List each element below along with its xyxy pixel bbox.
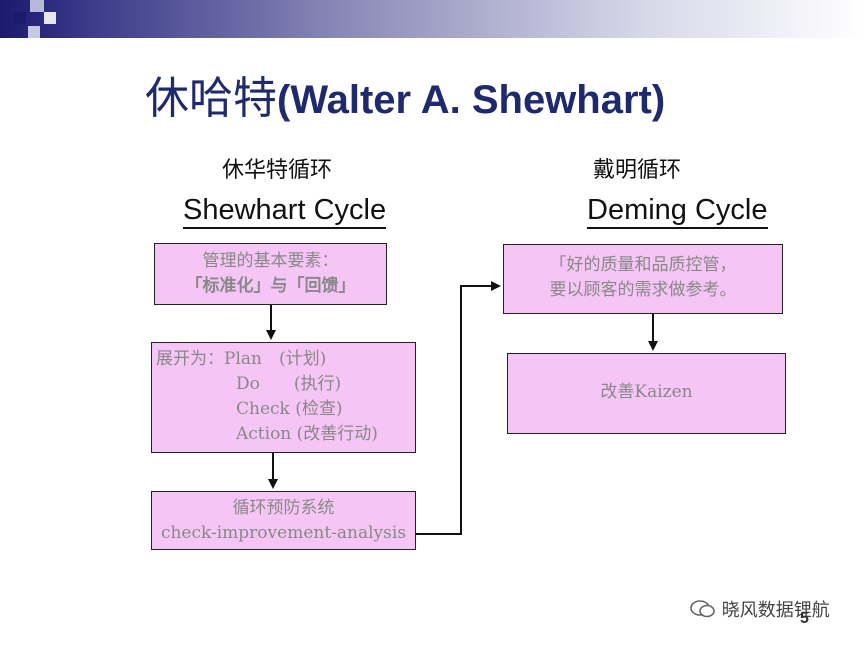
title-cn: 休哈特 xyxy=(145,73,277,124)
shewhart-box-prevention: 循环预防系统 check-improvement-analysis xyxy=(151,491,416,550)
top-banner xyxy=(0,0,864,38)
arrow-shewhart-to-deming xyxy=(416,281,501,535)
box-line: Check (检查) xyxy=(236,399,343,419)
box-line: 展开为：Plan (计划) xyxy=(156,349,327,369)
title-en: (Walter A. Shewhart) xyxy=(277,78,666,122)
watermark: 晓风数据锂航 xyxy=(690,596,830,622)
box-line: 管理的基本要素： xyxy=(202,251,339,271)
box-line: Action (改善行动) xyxy=(236,424,378,444)
page-number: 5 xyxy=(800,610,809,627)
shewhart-box-pdca: 展开为：Plan (计划) Do (执行) Check (检查) Action … xyxy=(151,342,416,453)
deming-box-quality: 「好的质量和品质控管， 要以顾客的需求做参考。 xyxy=(503,244,783,314)
shewhart-heading-en: Shewhart Cycle xyxy=(183,193,387,229)
box-line: 「标准化」与「回馈」 xyxy=(185,276,356,296)
slide-title: 休哈特(Walter A. Shewhart) xyxy=(145,62,666,124)
box-line: Do (执行) xyxy=(236,374,342,394)
deming-box-kaizen: 改善Kaizen xyxy=(507,353,786,434)
wechat-icon xyxy=(690,600,715,618)
deming-heading-en: Deming Cycle xyxy=(587,193,768,229)
deco-square xyxy=(44,12,56,24)
shewhart-heading-cn: 休华特循环 xyxy=(222,158,333,183)
box-line: 要以顾客的需求做参考。 xyxy=(549,280,737,300)
box-line: 改善Kaizen xyxy=(600,382,693,402)
deco-square xyxy=(28,26,40,38)
deco-square xyxy=(30,0,44,12)
deming-heading-cn: 戴明循环 xyxy=(593,158,682,183)
box-line: 「好的质量和品质控管， xyxy=(549,255,737,275)
box-line: check-improvement-analysis xyxy=(160,523,407,543)
deco-square xyxy=(14,12,26,24)
box-line: 循环预防系统 xyxy=(232,498,335,518)
shewhart-box-elements: 管理的基本要素： 「标准化」与「回馈」 xyxy=(154,243,387,305)
watermark-text: 晓风数据锂航 xyxy=(721,600,830,621)
